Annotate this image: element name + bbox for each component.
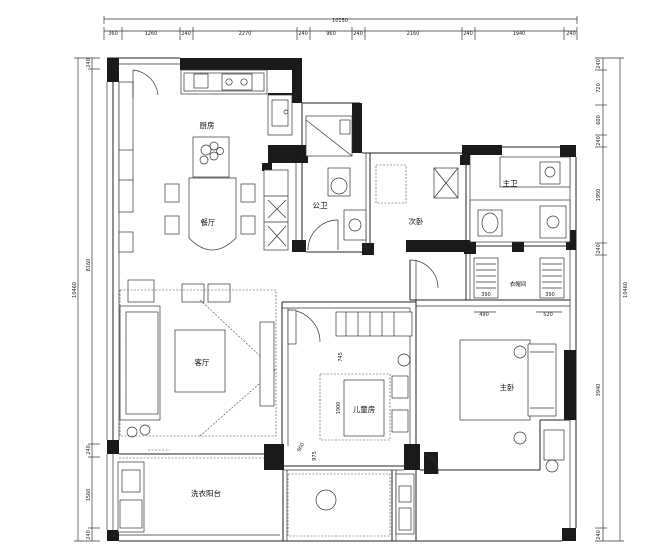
dim-top-5: 240 — [298, 31, 308, 37]
dim-right-2: 720 — [596, 83, 602, 93]
dim-right-6: 240 — [596, 244, 602, 254]
dim-kids-h1: 1900 — [336, 402, 342, 415]
dim-top-8: 2160 — [407, 31, 420, 37]
label-kids-room: 儿童房 — [353, 404, 376, 414]
dim-right-5: 1950 — [596, 189, 602, 202]
dining-table — [164, 177, 256, 251]
dim-top-4: 2270 — [239, 31, 252, 37]
top-dimension-line: 10150 360 1260 240 2270 240 960 240 2160… — [103, 16, 578, 40]
dim-left-1: 240 — [86, 58, 92, 68]
label-public-bath: 公卫 — [313, 201, 328, 210]
dim-top-3: 240 — [181, 31, 191, 37]
dim-top-total: 10150 — [332, 18, 348, 24]
dim-kids-w: 745 — [338, 352, 344, 362]
label-laundry-balcony: 洗衣阳台 — [191, 488, 221, 498]
interior-walls — [119, 93, 570, 541]
dim-top-10: 1940 — [513, 31, 526, 37]
living-room-fixtures — [119, 279, 277, 438]
dim-right-total: 10460 — [623, 282, 629, 298]
dim-closet-w1: 490 — [479, 312, 489, 318]
dim-closet-w2: 520 — [543, 312, 553, 318]
label-master-bedroom: 主卧 — [500, 382, 515, 392]
master-bedroom-fixtures — [423, 339, 565, 475]
dim-top-7: 240 — [353, 31, 363, 37]
closet-fixtures: 390 390 490 520 — [473, 257, 565, 318]
label-walk-in-closet: 衣帽间 — [510, 280, 527, 288]
label-kitchen: 厨房 — [200, 120, 215, 130]
right-dimension-line: 10460 240 720 600 240 1950 240 3940 240 — [595, 57, 629, 542]
master-bath-fixtures — [469, 156, 571, 243]
dim-top-6: 960 — [326, 31, 336, 37]
label-living-room: 客厅 — [195, 357, 210, 367]
dim-top-11: 240 — [566, 31, 576, 37]
dim-closet-d1: 390 — [481, 292, 491, 298]
dim-right-8: 240 — [596, 530, 602, 540]
dim-right-4: 240 — [596, 136, 602, 146]
kids-room-fixtures: 745 1900 900 975 — [287, 309, 413, 461]
label-master-bath: 主卫 — [503, 178, 518, 188]
dim-left-4: 1560 — [86, 489, 92, 502]
dim-left-2: 8160 — [86, 259, 92, 272]
dim-right-1: 240 — [596, 59, 602, 69]
dim-top-1: 360 — [108, 31, 118, 37]
public-bath-fixtures — [263, 115, 367, 251]
left-dimension-line: 10460 240 8160 240 1560 240 — [72, 57, 100, 542]
dim-right-3: 600 — [596, 115, 602, 125]
balcony-fixtures — [117, 449, 415, 537]
label-second-bedroom: 次卧 — [409, 216, 424, 226]
second-bedroom-fixtures — [375, 164, 459, 289]
dim-closet-d2: 390 — [545, 292, 555, 298]
dim-kids-h3: 975 — [312, 451, 318, 461]
flower-icon — [199, 141, 224, 165]
dim-left-5: 240 — [86, 530, 92, 540]
label-dining: 餐厅 — [201, 218, 216, 227]
dim-right-7: 3940 — [596, 384, 602, 397]
dim-top-9: 240 — [463, 31, 473, 37]
dim-kids-h2: 900 — [296, 442, 306, 453]
dim-left-3: 240 — [86, 445, 92, 455]
dim-top-2: 1260 — [145, 31, 158, 37]
kitchen-fixtures — [118, 69, 293, 253]
dim-left-total: 10460 — [72, 282, 78, 298]
plant-icon — [126, 424, 151, 438]
